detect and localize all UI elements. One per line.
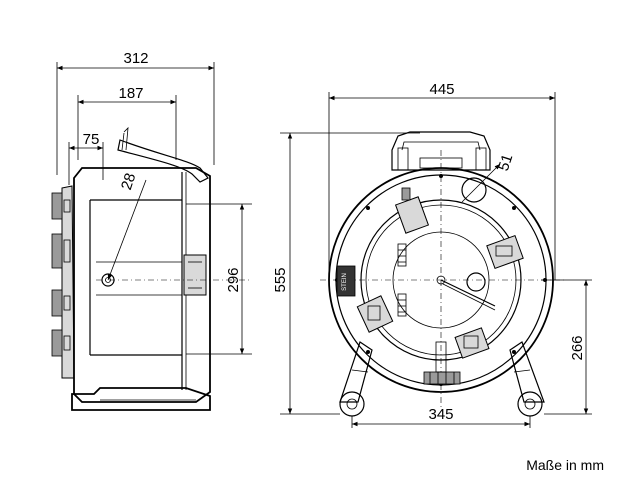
terminal-blocks [397,243,461,385]
brand-logo-text: STEIN [342,273,348,291]
dim-hole-label: 51 [495,152,516,173]
drum-body [73,167,211,403]
dim-total-width-label: 312 [123,50,148,67]
units-label: Maße in mm [526,457,604,473]
side-view: 312 187 75 28 [51,50,420,415]
handle [117,126,209,183]
dim-inner-width-label: 187 [118,85,143,102]
dim-offset: 75 [69,131,103,151]
dim-total-width: 312 [57,50,214,71]
dim-total-height-label: 555 [272,267,289,292]
front-legs [339,341,545,417]
dim-hub-diameter: 28 [107,171,147,281]
dim-inner-width: 187 [78,85,176,105]
dim-offset-label: 75 [83,131,100,148]
dim-hole: 51 [461,152,516,203]
socket-right [486,234,524,270]
base-foot [71,387,211,411]
dim-width-label: 445 [429,81,454,98]
side-plate-left [51,185,75,379]
front-view: 445 [320,81,592,428]
dim-width: 445 [329,81,555,101]
dim-axle-height-label: 266 [569,335,586,360]
dim-hub-diameter-label: 28 [118,171,139,192]
dim-drum-height-label: 296 [225,267,242,292]
socket-left [356,295,394,333]
dim-total-height: 555 [272,133,293,414]
dim-drum-height: 296 [225,204,245,354]
socket-top [394,187,430,234]
brand-logo: STEIN [336,265,356,297]
dim-axle-height: 266 [569,280,589,414]
socket-bottom-right [454,327,490,359]
dim-wheel-base-label: 345 [428,406,453,423]
dim-wheel-base: 345 [352,406,530,427]
